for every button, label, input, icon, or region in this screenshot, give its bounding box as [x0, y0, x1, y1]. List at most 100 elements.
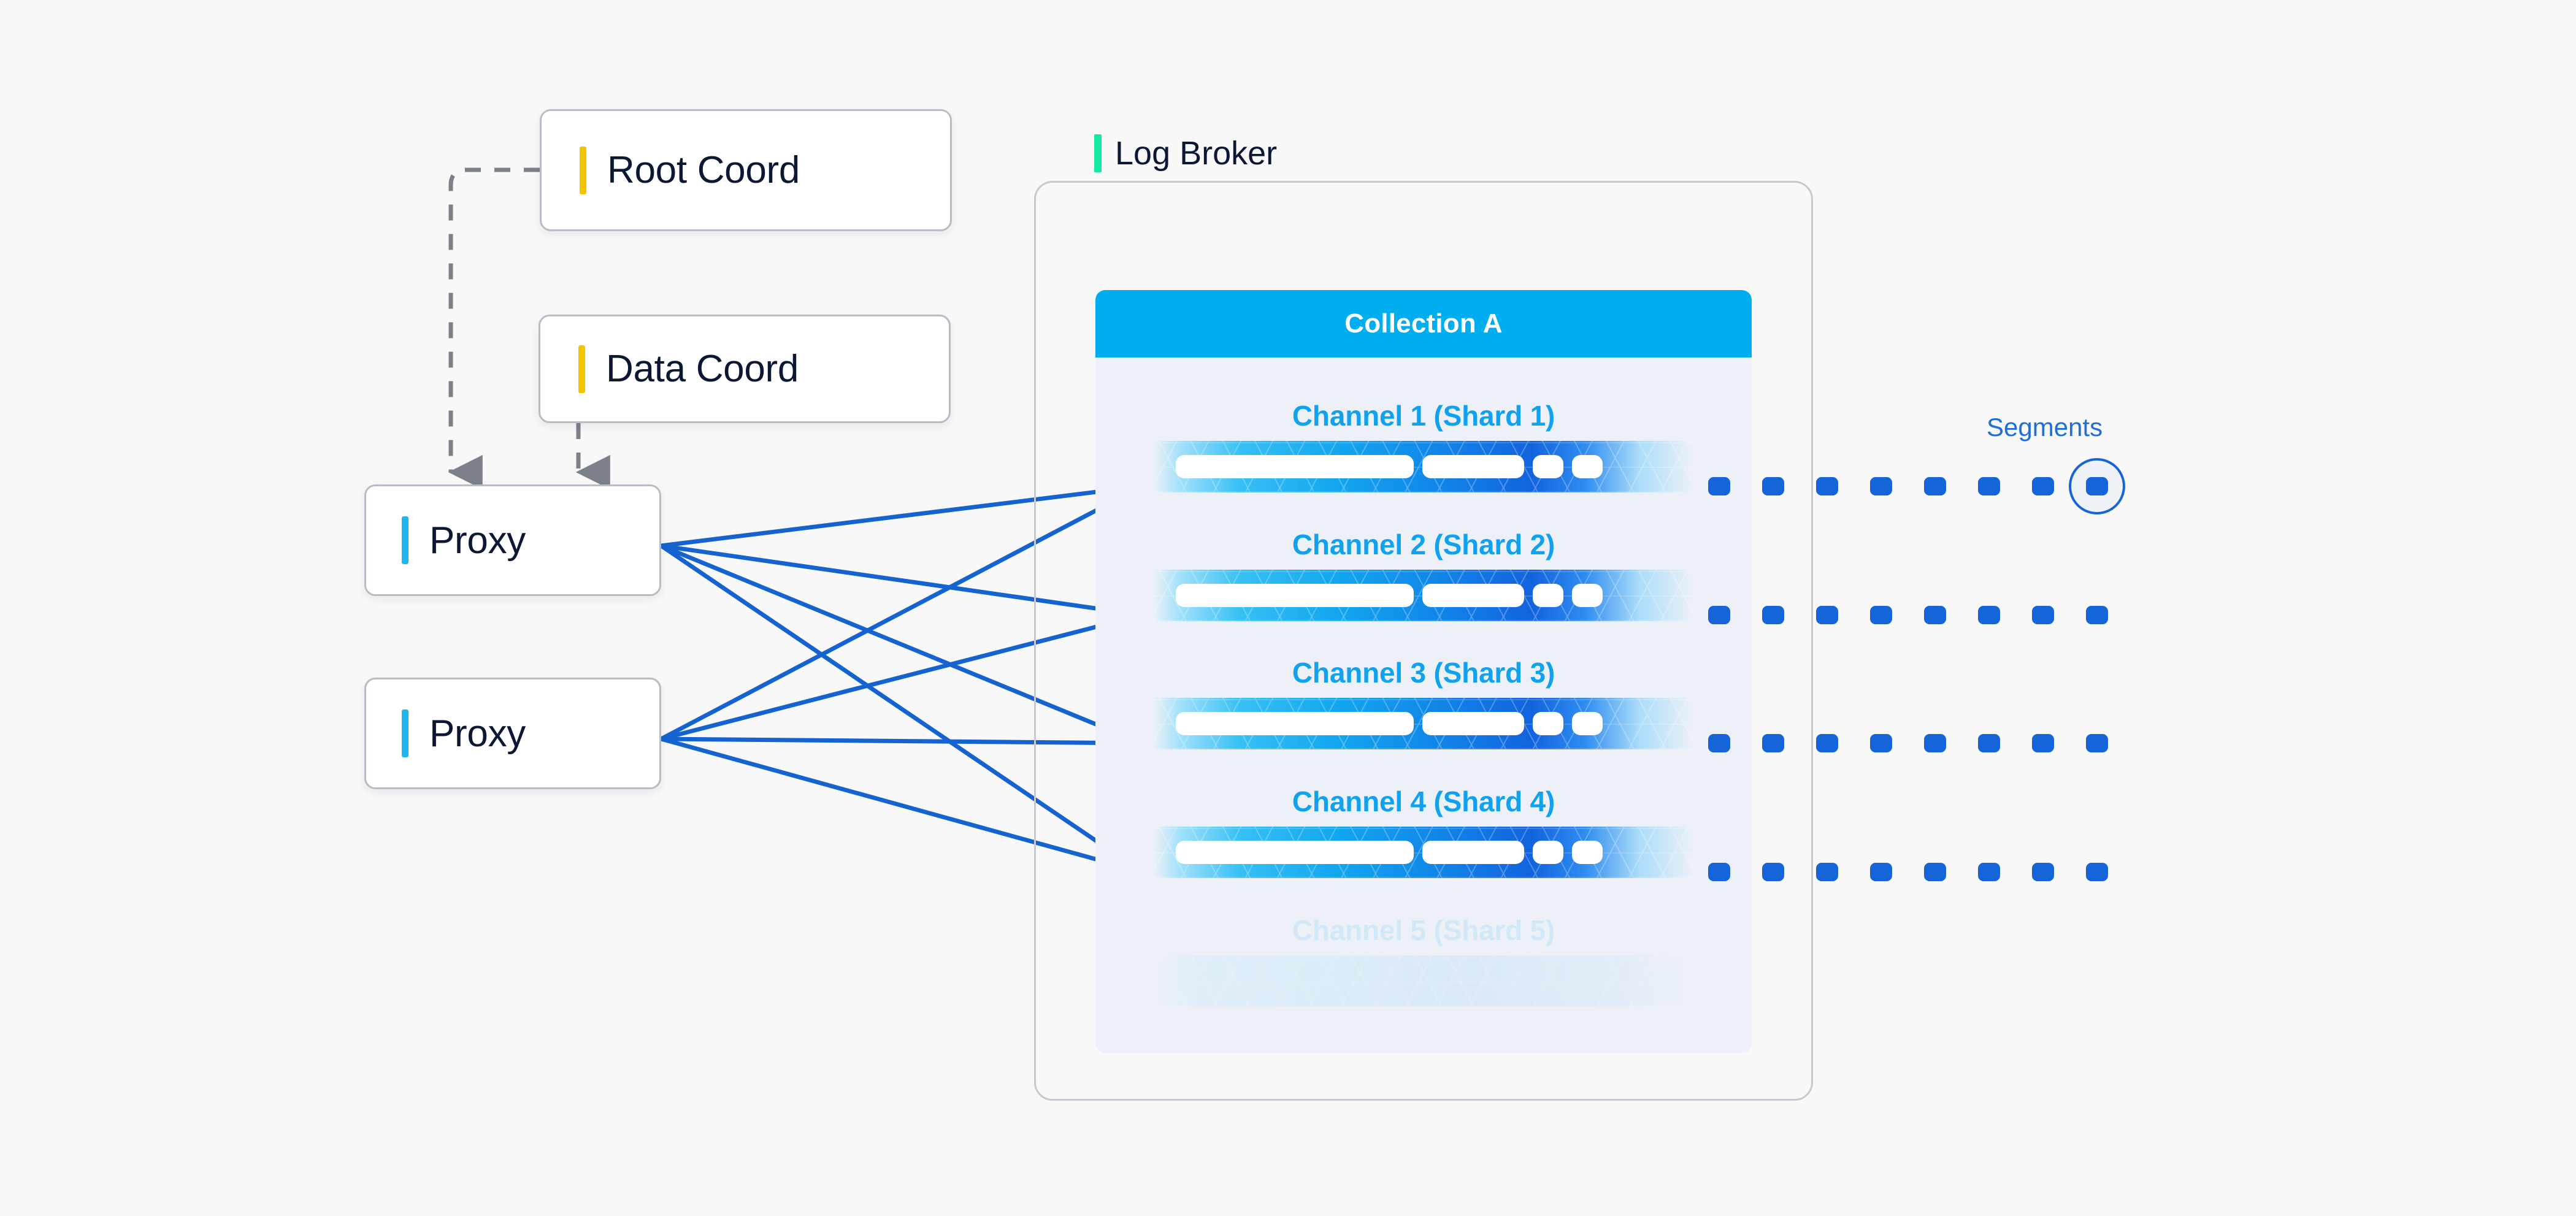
channel-bar-gaps [1154, 698, 1693, 749]
segment-dot[interactable] [1870, 477, 1892, 495]
service-card-proxy-2[interactable]: Proxy [364, 678, 661, 789]
channel-row-5[interactable]: Channel 5 (Shard 5) [1095, 914, 1752, 1007]
segment-dot[interactable] [1816, 477, 1838, 495]
service-label: Proxy [429, 519, 526, 562]
segment-gap [1176, 712, 1414, 735]
channel-bar-texture [1154, 955, 1693, 1007]
segment-gap [1572, 584, 1603, 607]
segment-dot[interactable] [1924, 863, 1946, 881]
segment-gap [1572, 455, 1603, 478]
channel-bar [1154, 570, 1693, 621]
segment-dot[interactable] [1816, 734, 1838, 752]
channel-row-3[interactable]: Channel 3 (Shard 3) [1095, 656, 1752, 749]
segment-dot[interactable] [1978, 734, 2000, 752]
segment-dot[interactable] [1978, 606, 2000, 624]
segment-gap [1572, 712, 1603, 735]
service-label: Data Coord [606, 348, 799, 390]
collection-card: Collection A Channel 1 (Shard 1) Channel… [1095, 290, 1752, 1053]
channel-bar [1154, 955, 1693, 1007]
segment-dot[interactable] [1708, 477, 1730, 495]
segment-dot[interactable] [1870, 606, 1892, 624]
channel-bar [1154, 827, 1693, 878]
connector-proxy1-to-channel4 [660, 544, 1145, 874]
service-card-root-coord[interactable]: Root Coord [540, 109, 952, 231]
service-label: Proxy [429, 712, 526, 755]
channel-row-1[interactable]: Channel 1 (Shard 1) [1095, 399, 1752, 492]
segment-dot[interactable] [1762, 734, 1784, 752]
channel-label: Channel 2 (Shard 2) [1292, 529, 1555, 560]
channel-bar-gaps [1154, 827, 1693, 878]
segment-gap [1533, 455, 1563, 478]
segment-dot[interactable] [2032, 863, 2054, 881]
log-broker-title: Log Broker [1083, 132, 1289, 174]
segment-gap [1422, 584, 1524, 607]
segment-dot[interactable] [1924, 477, 1946, 495]
segment-dot[interactable] [1816, 863, 1838, 881]
segment-dot-highlighted[interactable] [2069, 458, 2125, 514]
connector-proxy2-to-channel2 [661, 609, 1146, 741]
connector-proxy2-to-channel3 [661, 727, 1146, 758]
segment-dot[interactable] [2086, 734, 2108, 752]
segment-row-4 [1708, 863, 2108, 881]
segment-row-3 [1708, 734, 2108, 752]
segment-dot-core [2086, 477, 2108, 495]
collection-title: Collection A [1344, 308, 1503, 338]
connector-proxy1-to-channel3 [660, 543, 1146, 746]
channel-label: Channel 1 (Shard 1) [1292, 400, 1555, 432]
segment-gap [1176, 841, 1414, 864]
segment-dot[interactable] [1816, 606, 1838, 624]
collection-header: Collection A [1095, 290, 1752, 358]
segment-dot[interactable] [1762, 863, 1784, 881]
segment-gap [1422, 841, 1524, 864]
segment-dot[interactable] [1708, 606, 1730, 624]
channel-bar [1154, 441, 1693, 492]
segment-dot[interactable] [1762, 606, 1784, 624]
channel-row-2[interactable]: Channel 2 (Shard 2) [1095, 528, 1752, 621]
segment-gap [1176, 584, 1414, 607]
segment-dot[interactable] [1708, 863, 1730, 881]
channel-bar-gaps [1154, 441, 1693, 492]
segment-dot[interactable] [2032, 734, 2054, 752]
channel-bar-gradient [1154, 955, 1693, 1007]
segment-gap [1572, 841, 1603, 864]
segment-dot[interactable] [1870, 863, 1892, 881]
segments-annotation-label: Segments [1987, 413, 2103, 442]
connector-proxy1-to-channel2 [661, 543, 1146, 625]
segment-gap [1422, 712, 1524, 735]
log-broker-panel [1034, 181, 1813, 1101]
segment-dot[interactable] [2086, 606, 2108, 624]
segment-dot[interactable] [2032, 606, 2054, 624]
connector-proxy2-to-channel4 [661, 736, 1146, 878]
channel-bar-gaps [1154, 570, 1693, 621]
segment-dot[interactable] [1870, 734, 1892, 752]
segment-row-1 [1708, 458, 2125, 514]
segment-dot[interactable] [2086, 863, 2108, 881]
connector-proxy2-to-channel1 [660, 484, 1145, 741]
accent-bar-green-icon [1094, 134, 1102, 172]
connector-root-coord-to-proxy [448, 167, 540, 489]
segment-dot[interactable] [1978, 863, 2000, 881]
channel-bar [1154, 698, 1693, 749]
service-card-proxy-1[interactable]: Proxy [364, 484, 661, 596]
segment-gap [1533, 584, 1563, 607]
connector-proxy1-to-channel1 [661, 475, 1146, 548]
log-broker-title-text: Log Broker [1115, 135, 1278, 172]
segment-gap [1176, 455, 1414, 478]
segment-dot[interactable] [2032, 477, 2054, 495]
segment-dot[interactable] [1708, 734, 1730, 752]
segment-gap [1422, 455, 1524, 478]
segment-dot[interactable] [1762, 477, 1784, 495]
segment-dot[interactable] [1924, 734, 1946, 752]
channel-row-4[interactable]: Channel 4 (Shard 4) [1095, 785, 1752, 878]
channel-label: Channel 5 (Shard 5) [1292, 914, 1555, 946]
channel-label: Channel 4 (Shard 4) [1292, 786, 1555, 817]
segment-dot[interactable] [1978, 477, 2000, 495]
segment-gap [1533, 712, 1563, 735]
segment-dot[interactable] [1924, 606, 1946, 624]
accent-bar-cyan-icon [402, 516, 408, 564]
segment-row-2 [1708, 606, 2108, 624]
service-card-data-coord[interactable]: Data Coord [539, 315, 951, 423]
service-label: Root Coord [607, 149, 800, 191]
